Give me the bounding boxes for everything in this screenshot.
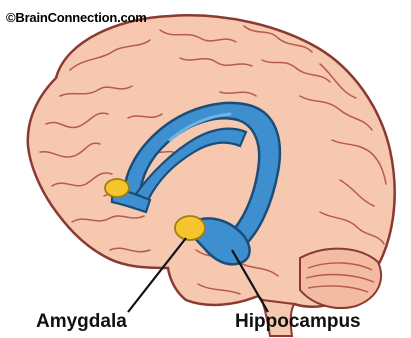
copyright-text: ©BrainConnection.com <box>6 10 147 25</box>
hippocampus-label: Hippocampus <box>235 311 361 333</box>
amygdala-nucleus <box>175 216 205 240</box>
amygdala-nucleus-left <box>105 179 129 197</box>
amygdala-label: Amygdala <box>36 311 127 333</box>
cerebellum <box>300 249 381 308</box>
